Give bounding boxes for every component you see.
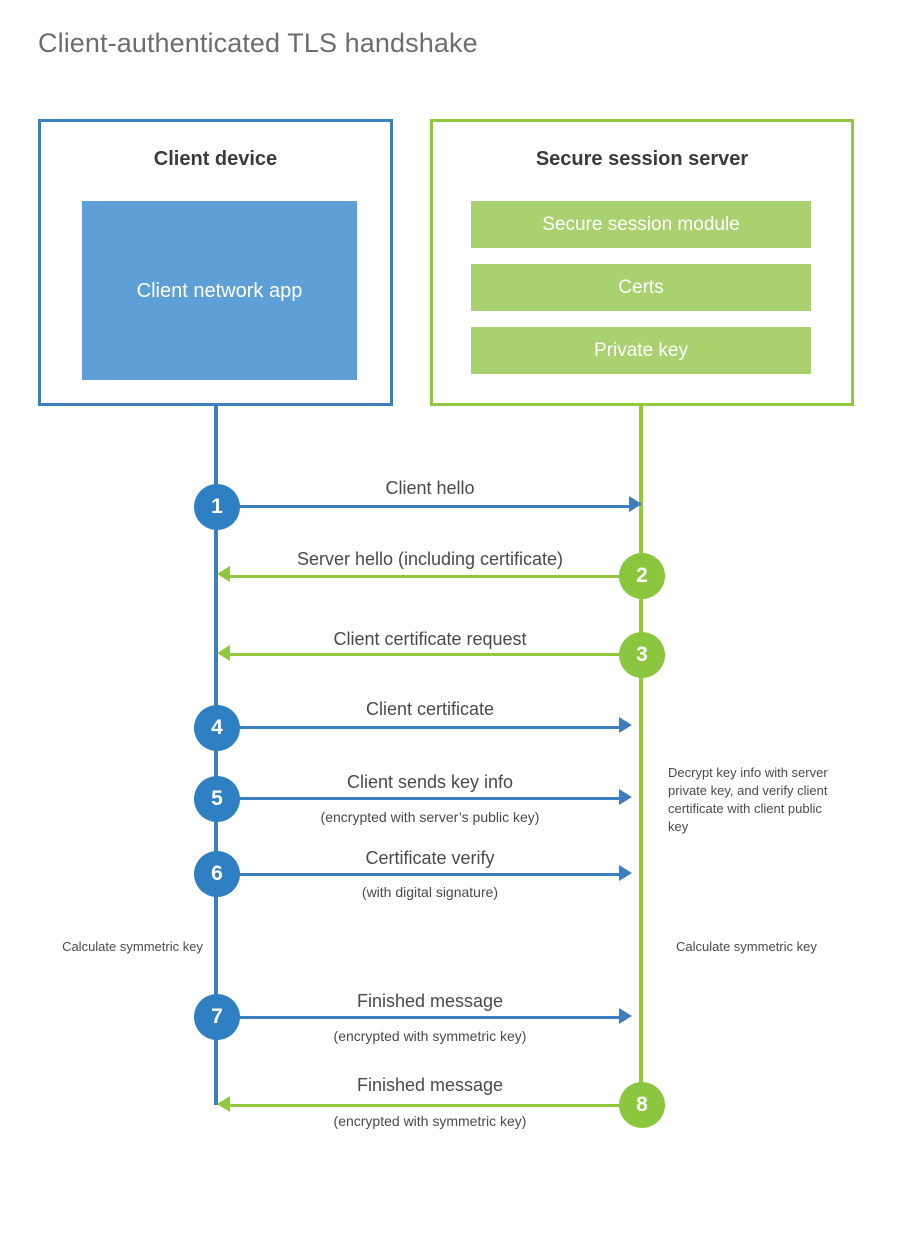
- message-line-6: [217, 873, 619, 876]
- server-component-label: Certs: [618, 276, 664, 298]
- secure-session-server-title: Secure session server: [535, 148, 749, 170]
- client-device-box: Client device Client network app: [38, 119, 393, 406]
- page-title: Client-authenticated TLS handshake: [38, 28, 478, 58]
- client-lifeline: [214, 403, 218, 1105]
- server-component-certs: Certs: [471, 264, 811, 311]
- server-component-private-key: Private key: [471, 327, 811, 374]
- note-server-decrypt: Decrypt key info with server private key…: [668, 765, 828, 834]
- step-circle-2[interactable]: 2: [619, 553, 665, 599]
- step-circle-4[interactable]: 4: [194, 705, 240, 751]
- message-label-2: Server hello (including certificate): [296, 549, 564, 569]
- step-circle-8[interactable]: 8: [619, 1082, 665, 1128]
- note-client-calculate-symmetric-key: Calculate symmetric key: [62, 939, 203, 954]
- message-line-7: [217, 1016, 619, 1019]
- client-device-title: Client device: [153, 148, 278, 170]
- server-component-label: Secure session module: [542, 213, 740, 235]
- message-line-1: [217, 505, 629, 508]
- message-line-2: [230, 575, 642, 578]
- message-sublabel-5: (encrypted with server’s public key): [320, 809, 540, 825]
- server-component-secure-session-module: Secure session module: [471, 201, 811, 248]
- message-arrowhead-8: [217, 1096, 230, 1112]
- message-label-6: Certificate verify: [365, 848, 495, 868]
- note-server-calculate-symmetric-key: Calculate symmetric key: [676, 939, 817, 954]
- message-line-8: [230, 1104, 642, 1107]
- message-arrowhead-1: [629, 496, 642, 512]
- step-circle-3[interactable]: 3: [619, 632, 665, 678]
- message-arrowhead-3: [217, 645, 230, 661]
- message-line-3: [230, 653, 642, 656]
- message-line-4: [217, 726, 619, 729]
- message-label-3: Client certificate request: [333, 629, 527, 649]
- message-label-5: Client sends key info: [346, 772, 514, 792]
- message-arrowhead-6: [619, 865, 632, 881]
- client-network-app-label: Client network app: [136, 279, 303, 302]
- message-sublabel-6: (with digital signature): [361, 884, 499, 900]
- step-circle-1[interactable]: 1: [194, 484, 240, 530]
- message-arrowhead-5: [619, 789, 632, 805]
- message-sublabel-7: (encrypted with symmetric key): [333, 1028, 527, 1044]
- step-circle-6[interactable]: 6: [194, 851, 240, 897]
- step-circle-7[interactable]: 7: [194, 994, 240, 1040]
- message-arrowhead-2: [217, 566, 230, 582]
- client-network-app-block: Client network app: [82, 201, 357, 380]
- message-arrowhead-7: [619, 1008, 632, 1024]
- step-circle-5[interactable]: 5: [194, 776, 240, 822]
- message-label-4: Client certificate: [365, 699, 495, 719]
- server-lifeline: [639, 403, 643, 1105]
- message-label-7: Finished message: [356, 991, 504, 1011]
- secure-session-server-box: Secure session server Secure session mod…: [430, 119, 854, 406]
- message-label-8: Finished message: [356, 1075, 504, 1095]
- message-line-5: [217, 797, 619, 800]
- message-sublabel-8: (encrypted with symmetric key): [333, 1113, 527, 1129]
- message-arrowhead-4: [619, 717, 632, 733]
- message-label-1: Client hello: [385, 478, 475, 498]
- server-component-label: Private key: [594, 339, 688, 361]
